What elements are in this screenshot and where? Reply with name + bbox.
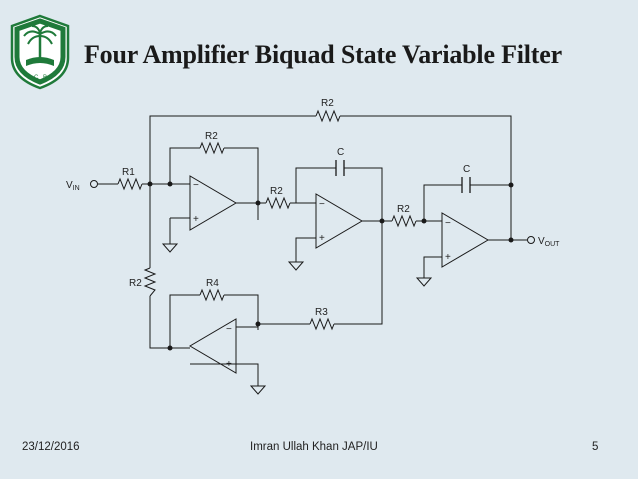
- opamp-3: − +: [441, 212, 489, 268]
- opamp-4-plus: +: [226, 359, 232, 370]
- label-vin: VIN: [66, 180, 80, 192]
- label-r3: R3: [315, 307, 328, 318]
- svg-text:−: −: [319, 199, 325, 210]
- label-r2-int1: R2: [270, 186, 283, 197]
- label-c1: C: [337, 147, 344, 158]
- label-c2: C: [463, 164, 470, 175]
- capacitor-c2: [461, 177, 471, 193]
- resistor-r2-feedback: [199, 141, 225, 155]
- opamp-1: − +: [189, 175, 237, 231]
- junction-dots: [147, 181, 514, 351]
- opamp-2: − +: [315, 193, 363, 249]
- resistor-r4: [199, 288, 225, 302]
- svg-text:+: +: [445, 252, 451, 263]
- footer-date: 23/12/2016: [22, 441, 80, 453]
- label-r2-int2: R2: [397, 204, 410, 215]
- footer-page-number: 5: [592, 441, 599, 453]
- resistor-r2-int1: [265, 196, 291, 210]
- logo-letter-b: B: [43, 75, 47, 81]
- capacitors: [335, 160, 471, 193]
- footer-author: Imran Ullah Khan JAP/IU: [250, 441, 378, 453]
- logo-letter-s: S: [52, 72, 56, 78]
- wires: [98, 115, 527, 386]
- svg-text:−: −: [193, 180, 199, 191]
- resistor-r2-int2: [391, 214, 417, 228]
- resistor-r3: [309, 317, 335, 331]
- logo-letter-c: C: [34, 75, 39, 81]
- label-r1: R1: [122, 167, 135, 178]
- output-terminal: [527, 236, 535, 244]
- ground-symbols: [162, 243, 432, 395]
- label-r4: R4: [206, 278, 219, 289]
- resistor-r1: [117, 177, 143, 191]
- svg-text:+: +: [319, 233, 325, 244]
- label-vout: VOUT: [538, 236, 560, 248]
- slide-title: Four Amplifier Biquad State Variable Fil…: [84, 40, 562, 69]
- capacitor-c1: [335, 160, 345, 176]
- svg-text:+: +: [193, 214, 199, 225]
- input-terminal: [90, 180, 98, 188]
- resistor-r2-top: [315, 109, 341, 123]
- label-r2-feedback: R2: [205, 131, 218, 142]
- logo-letter-l: L: [24, 72, 28, 78]
- svg-text:−: −: [445, 218, 451, 229]
- label-r2-left: R2: [129, 278, 142, 289]
- university-logo: L C B S: [10, 14, 70, 90]
- resistor-r2-left: [143, 267, 157, 297]
- opamp-4-minus: −: [226, 324, 232, 335]
- label-r2-top: R2: [321, 98, 334, 109]
- resistors: [117, 109, 417, 331]
